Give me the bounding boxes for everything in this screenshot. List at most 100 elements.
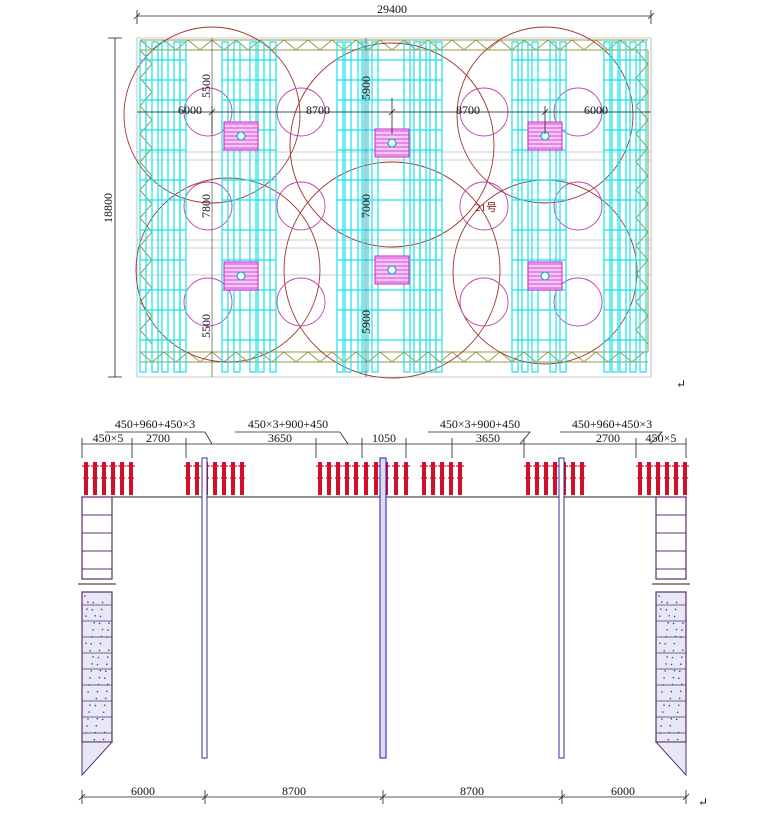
truss-bottom: [139, 351, 648, 363]
pile-speck: [659, 732, 661, 734]
pile-speck: [681, 656, 683, 658]
pile-speck: [91, 636, 93, 638]
pile-speck: [91, 608, 94, 611]
segment-label-1: 450×5: [93, 431, 124, 445]
pile-speck: [671, 683, 674, 686]
tower-center: [387, 265, 397, 275]
pile-speck: [91, 663, 93, 665]
pile-speck: [98, 676, 101, 679]
center-vdim-2: 7000: [359, 194, 373, 218]
crane-circle-2: [289, 42, 495, 248]
pile-speck: [669, 724, 672, 727]
center-vdim-3: 5900: [359, 310, 373, 334]
bottom-span-2: 8700: [282, 784, 306, 798]
center-vdim-1: 5900: [359, 76, 373, 100]
segment-label-6: 2700: [596, 431, 620, 445]
pile-speck: [96, 690, 99, 693]
pile-speck: [107, 629, 109, 631]
pile-speck: [658, 595, 660, 597]
left-vdim-3: 5500: [199, 314, 213, 338]
cyan-columns: [139, 41, 647, 373]
cyan-column: [619, 41, 627, 373]
tower-center: [236, 271, 246, 281]
pile-speck: [665, 636, 667, 638]
pile-speck: [108, 649, 110, 651]
pile-speck: [101, 601, 104, 604]
pile-speck: [672, 676, 675, 679]
pile-speck: [670, 717, 673, 720]
pile-speck: [104, 697, 107, 700]
pile-speck: [680, 683, 683, 686]
bottom-span-3: 8700: [460, 784, 484, 798]
pile-speck: [99, 642, 102, 645]
segment-label-5: 3650: [476, 431, 500, 445]
pile-speck: [106, 683, 109, 686]
pile-speck: [667, 738, 670, 741]
pile-speck: [675, 718, 678, 721]
pile-speck: [675, 628, 678, 631]
pile-speck: [88, 711, 90, 713]
pile-speck: [682, 649, 684, 651]
pile-speck: [661, 718, 663, 720]
pile-speck: [85, 732, 87, 734]
section-top-label-2: 450×3+900+450: [248, 417, 328, 431]
pile-speck: [670, 663, 673, 666]
pile-speck: [99, 669, 102, 672]
pile-speck: [663, 677, 665, 679]
pile-speck: [94, 615, 96, 617]
pile-speck: [93, 738, 96, 741]
pile-speck: [89, 650, 91, 652]
pile-speck: [96, 663, 99, 666]
plan-span-dimensions: [137, 38, 651, 377]
pile-speck: [672, 622, 675, 625]
return-mark-2: ↵: [698, 795, 708, 809]
pile-speck: [93, 622, 95, 624]
overall-height-label: 18800: [101, 193, 115, 223]
pile-lower: [655, 591, 687, 743]
pile-speck: [670, 690, 673, 693]
pile-speck: [676, 738, 679, 741]
pile-speck: [95, 697, 98, 700]
section-leaders: [105, 431, 663, 445]
pile-speck: [668, 615, 670, 617]
cyan-column: [361, 41, 369, 373]
cyan-column: [173, 41, 181, 373]
pile-speck: [86, 725, 88, 727]
pile-speck: [666, 601, 669, 604]
lattice-column-2: [379, 457, 387, 759]
overall-width-dimension: [133, 10, 655, 24]
section-view: 450+960+450×3 450×3+900+450 450×3+900+45…: [78, 417, 708, 809]
pile-speck: [94, 704, 97, 707]
pile-speck: [89, 704, 91, 706]
cyan-column: [269, 41, 277, 373]
pile-speck: [87, 718, 89, 720]
cyan-column: [531, 41, 539, 373]
bottom-span-4: 6000: [611, 784, 635, 798]
segment-label-7: 450×5: [646, 431, 677, 445]
pile-speck: [679, 670, 681, 672]
cyan-column: [511, 41, 519, 373]
pile-speck: [673, 669, 676, 672]
pile-speck: [90, 643, 92, 645]
tower-center: [387, 138, 397, 148]
cyan-column: [161, 41, 169, 373]
pile-speck: [660, 608, 662, 610]
crane-circle-5: [283, 161, 501, 379]
pile-speck: [680, 636, 682, 638]
pile-speck: [87, 691, 89, 693]
pile-speck: [105, 690, 108, 693]
cyan-column: [233, 41, 241, 373]
cyan-column: [549, 41, 557, 373]
pile-speck: [97, 683, 100, 686]
pile-upper: [81, 496, 113, 580]
pile-speck: [106, 663, 108, 665]
pile-speck: [678, 677, 680, 679]
pile-tip: [654, 741, 687, 777]
pile-speck: [665, 608, 668, 611]
pile-lower: [81, 591, 113, 743]
pile-speck: [103, 704, 106, 707]
pile-speck: [668, 731, 671, 734]
pile-speck: [102, 738, 105, 741]
pile-speck: [101, 628, 104, 631]
cyan-column: [435, 41, 443, 373]
